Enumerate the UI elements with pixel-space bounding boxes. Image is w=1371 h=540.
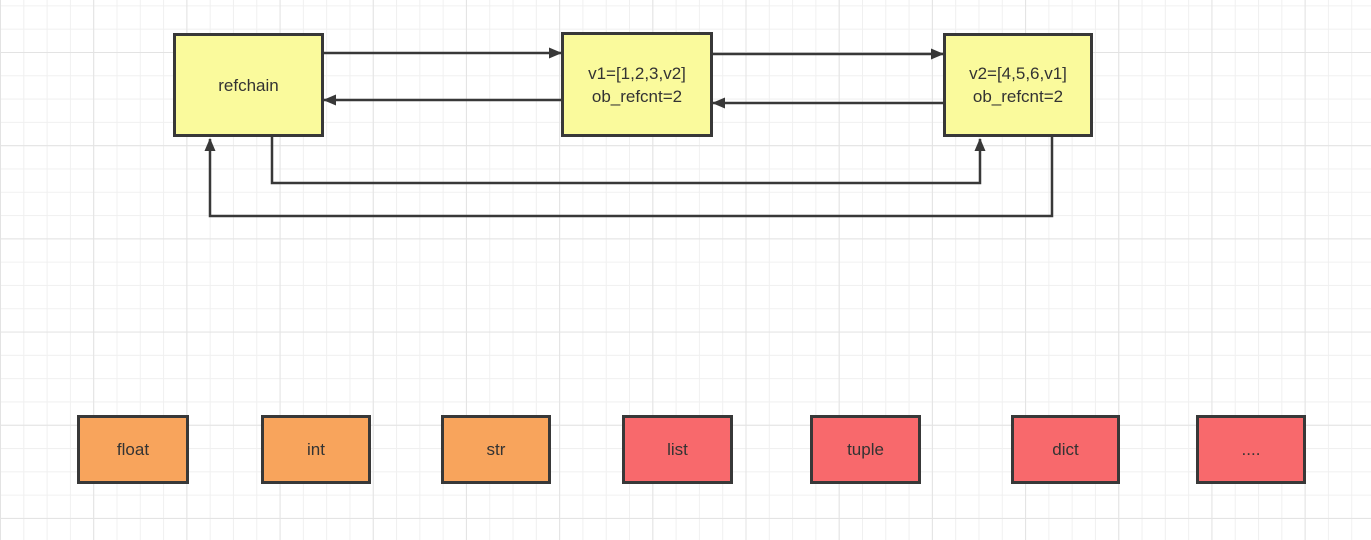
node-more-label: .... xyxy=(1241,440,1261,459)
node-v1-label-line1: v1=[1,2,3,v2] xyxy=(588,63,686,83)
node-v2-label-line2: ob_refcnt=2 xyxy=(972,87,1064,106)
node-v1[interactable]: v1=[1,2,3,v2] ob_refcnt=2 xyxy=(561,32,713,137)
node-float-label: float xyxy=(116,440,150,459)
node-str[interactable]: str xyxy=(441,415,551,484)
node-refchain-label: refchain xyxy=(218,75,279,95)
edge-v2-to-refchain-bottom[interactable] xyxy=(204,136,1054,218)
node-v2[interactable]: v2=[4,5,6,v1] ob_refcnt=2 xyxy=(943,33,1093,137)
node-list[interactable]: list xyxy=(622,415,733,484)
node-dict[interactable]: dict xyxy=(1011,415,1120,484)
node-tuple-label: tuple xyxy=(847,440,884,459)
edge-refchain-to-v2-bottom[interactable] xyxy=(270,136,986,185)
node-dict-label: dict xyxy=(1052,440,1079,459)
node-float[interactable]: float xyxy=(77,415,189,484)
node-refchain[interactable]: refchain xyxy=(173,33,324,137)
node-v2-label-line1: v2=[4,5,6,v1] xyxy=(969,64,1067,83)
node-list-label: list xyxy=(667,440,688,459)
node-more[interactable]: .... xyxy=(1196,415,1306,484)
node-v1-label-line2: ob_refcnt=2 xyxy=(591,86,683,106)
node-str-label: str xyxy=(486,440,506,459)
node-tuple[interactable]: tuple xyxy=(810,415,921,484)
node-int-label: int xyxy=(307,440,325,459)
node-int[interactable]: int xyxy=(261,415,371,484)
